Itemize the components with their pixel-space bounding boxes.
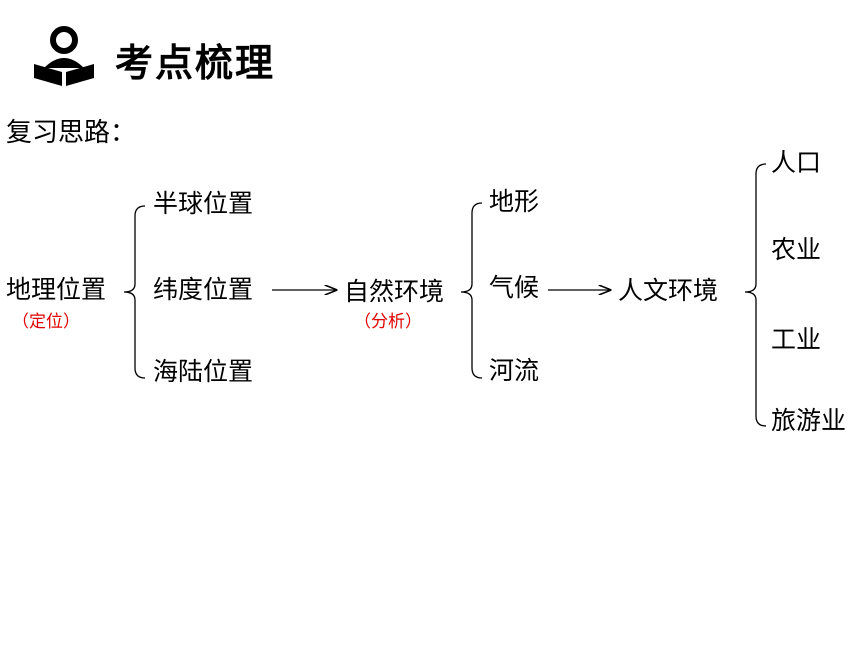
- node-land-sea-position: 海陆位置: [153, 357, 254, 386]
- note-locate: （定位）: [12, 312, 80, 332]
- node-landform: 地形: [489, 187, 540, 216]
- node-human-environment: 人文环境: [618, 276, 719, 305]
- node-latitude-position: 纬度位置: [153, 275, 254, 304]
- brace-natural: [460, 202, 483, 379]
- node-natural-environment: 自然环境: [344, 277, 445, 306]
- brace-human: [744, 163, 767, 427]
- review-approach-label: 复习思路：: [6, 118, 137, 148]
- node-population: 人口: [771, 148, 822, 177]
- node-rivers: 河流: [489, 356, 540, 385]
- reader-icon: [30, 24, 98, 88]
- node-industry: 工业: [771, 325, 822, 354]
- node-geographic-location: 地理位置: [6, 275, 107, 304]
- brace-position: [123, 205, 146, 379]
- node-hemisphere-position: 半球位置: [153, 189, 254, 218]
- note-analyze: （分析）: [354, 312, 422, 332]
- page-title: 考点梳理: [115, 41, 276, 85]
- node-tourism: 旅游业: [771, 406, 847, 435]
- node-climate: 气候: [489, 273, 540, 302]
- node-agriculture: 农业: [771, 235, 822, 264]
